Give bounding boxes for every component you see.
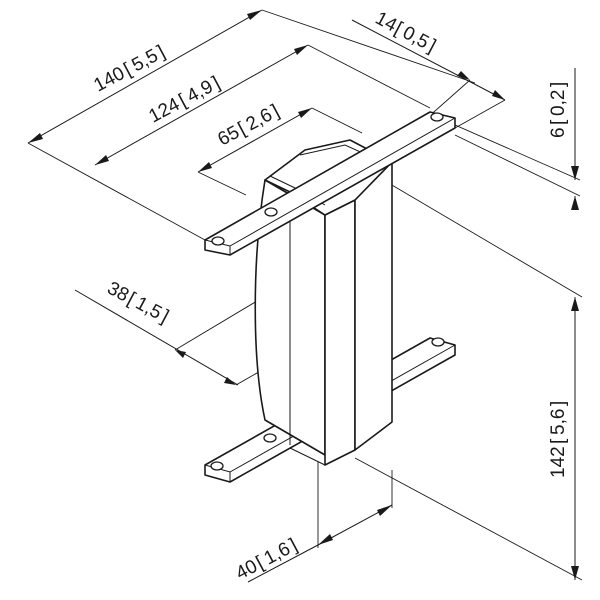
dim-142-value: 142 [548,446,569,478]
bottom-arm-hole-mid [263,433,277,443]
dim-14-label: 14 [ 0,5 ] [372,8,439,57]
dim-65-label: 65 [ 2,6 ] [214,101,282,151]
svg-text:]: ] [548,82,569,87]
dim-6-label: 6 [ 0,2 ] [548,82,569,138]
top-arm-hole-left [211,236,225,246]
top-arm-hole-mid [264,207,278,217]
top-arm-hole-right [430,112,444,122]
dim-6-inches: 0,2 [548,90,569,116]
bottom-arm-hole-left [210,461,224,471]
dim-142-label: 142 [ 5,6 ] [548,401,569,478]
svg-text:]: ] [548,401,569,406]
top-arm [204,111,456,256]
bottom-arm-hole-right [431,337,445,347]
dim-142-inches: 5,6 [548,409,569,435]
dim-124-label: 124 [ 4,9 ] [145,73,223,128]
svg-text:[: [ [548,119,569,125]
svg-text:[: [ [548,438,569,444]
dim-38-label: 38 [ 1,5 ] [104,278,172,328]
dim-140-label: 140 [ 5,5 ] [90,42,168,97]
dimension-lines [27,9,583,583]
dim-6-value: 6 [548,127,569,138]
arrowheads [28,10,579,580]
